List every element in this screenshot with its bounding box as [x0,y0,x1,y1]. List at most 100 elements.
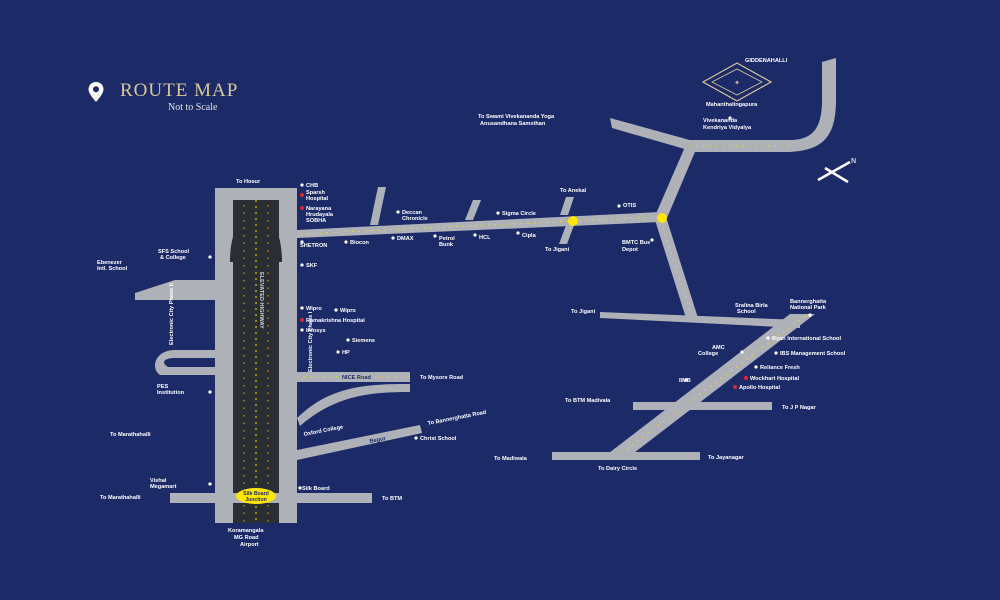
label-shetron: SHETRON [300,243,327,249]
label-ryan: Ryan International School [772,336,841,342]
branch-road-1 [370,187,386,225]
label-sralina-2: School [737,309,756,315]
label-anekal: To Anekal [560,188,587,194]
logo-mark: ✦ [734,79,740,87]
compass-icon: N [817,157,856,184]
label-wipro-1: Wipro [306,306,322,312]
label-pes-2: Institution [157,390,185,396]
label-to-jigani: To Jigani [545,247,570,253]
otis-junction-marker [657,213,667,223]
label-petrol-2: Bunk [439,242,454,248]
branch-road-2 [465,200,481,220]
label-narayana-1: Narayana [306,206,332,212]
project-logo: ✦ [701,62,773,102]
label-bannerghatta-road: To Bannerghatta Road [427,410,487,427]
hospital-markers [300,193,748,389]
label-vishal-2: Megamart [150,484,177,490]
label-elevated-highway: ELEVATED HIGHWAY [258,272,264,329]
label-oxford: Oxford College [303,424,344,438]
label-apollo: Apollo Hospital [739,385,780,391]
label-bannerghatta-2: National Park [790,305,827,311]
location-pin-icon [88,82,104,102]
label-to-hosur: To Hosur [236,179,261,185]
label-koramangala: Koramangala [228,528,264,534]
label-siemens: Siemens [352,338,375,344]
label-ramakrishna: Ramakrishna Hospital [306,318,365,324]
elevated-highway-loop [230,211,282,262]
label-amc-1: AMC [712,345,725,351]
label-ibs: IBS Management School [780,351,846,357]
label-sparsh-1: Sparsh [306,190,326,196]
branch-road-jigani [559,220,576,244]
label-petrol-1: Petrol [439,236,455,242]
northwest-road [610,118,697,152]
south-road [655,220,698,318]
hospital-icon [300,318,304,322]
place-markers [208,116,812,490]
label-cipla: Cipla [522,233,537,239]
label-kendriya: Kendriya Vidyalya [703,125,752,131]
label-sigma: Sigma Circle [502,211,536,217]
label-christ: Christ School [420,436,457,442]
label-bannerghatta-1: Bannerghatta [790,299,827,305]
hospital-icon [300,206,304,210]
label-sfs-2: & College [160,255,186,261]
label-vishal-1: Vishal [150,478,167,484]
label-ec-phase-2: Electronic City Phase II [169,283,175,345]
label-dmax: DMAX [397,236,414,242]
hospital-icon [300,193,304,197]
label-ebenezer-1: Ebenezer [97,260,123,266]
label-deccan-1: Deccan [402,210,422,216]
label-wipro-2: Wipro [340,308,356,314]
label-to-marathahalli-2: To Marathahalli [100,495,141,501]
label-vivekananda: Vivekananda [703,118,738,124]
label-hp: HP [342,350,350,356]
ebenezer-road [135,280,215,300]
label-to-btm: To BTM [382,496,402,502]
hospital-icon [733,385,737,389]
label-hcl: HCL [479,235,491,241]
silk-board-junction-label-2: Junction [245,497,267,503]
silk-board-junction-marker [236,488,276,504]
label-nice-road: NICE Road [342,375,371,381]
label-mysore: To Mysore Road [420,375,464,381]
madiwala-cross-road [552,452,700,460]
bannerghatta-horizontal [600,312,800,328]
label-airport: Airport [240,542,259,548]
compass-label: N [851,157,856,165]
label-ebenezer-2: Intl. School [97,266,128,272]
label-btm-madivala: To BTM Madivala [565,398,611,404]
place-labels: GIDDENAHALLI Mahanthalingapura Vivekanan… [97,58,846,548]
label-pes-1: PES [157,384,168,390]
silk-board-junction-label: Silk Board [243,491,269,497]
elevated-highway [233,200,279,523]
sigma-junction-marker [568,216,578,226]
label-sparsh-2: Hospital [306,196,329,202]
label-bmtc-2: Depot [622,247,638,253]
label-jayanagar: To Jayanagar [708,455,744,461]
label-giddenahalli: GIDDENAHALLI [745,58,788,64]
label-skf: SKF [306,263,318,269]
label-bmtc-1: BMTC Bus [622,240,650,246]
label-sralina-1: Sralina Birla [735,303,769,309]
label-madiwala: To Madiwala [494,456,528,462]
label-otis: OTIS [623,203,636,209]
label-amc-2: College [698,351,718,357]
bannerghatta-link [297,425,422,460]
label-swami-1: To Swami Vivekananda Yoga [478,114,555,120]
label-deccan-2: Chronicle [402,216,428,222]
nice-road-curve [297,384,410,426]
bannerghatta-diagonal [605,314,815,456]
label-ec-phase-1: Electronic City Phase I [308,311,314,372]
label-wockhart: Wockhart Hospital [750,376,799,382]
label-mg-road: MG Road [234,535,259,541]
hospital-icon [744,376,748,380]
label-narayana-3: SOBHA [306,218,326,224]
label-sfs-1: SFS School [158,249,190,255]
label-jp-nagar: To J P Nagar [782,405,816,411]
label-narayana-2: Hrudayala [306,212,334,218]
label-reliance: Reliance Fresh [760,365,800,371]
map-title: ROUTE MAP [120,80,239,101]
btm-cross-road [633,402,772,410]
